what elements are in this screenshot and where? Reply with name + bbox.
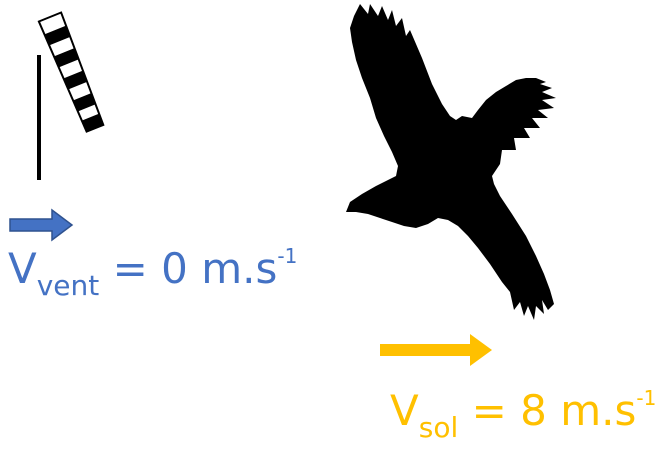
windsock-sock bbox=[37, 11, 107, 133]
wind-speed-exponent: -1 bbox=[277, 244, 298, 268]
wind-speed-value: = 0 m.s bbox=[99, 244, 278, 293]
ground-arrow bbox=[380, 334, 492, 366]
ground-arrow-shape bbox=[380, 334, 492, 366]
bird-silhouette-icon bbox=[346, 4, 556, 320]
ground-speed-subscript: sol bbox=[418, 411, 459, 444]
ground-speed-label: Vsol = 8 m.s-1 bbox=[390, 388, 656, 442]
windsock-icon bbox=[37, 11, 107, 180]
wind-arrow-shape bbox=[9, 208, 74, 242]
windsock-pole bbox=[37, 55, 41, 180]
ground-speed-symbol: V bbox=[390, 386, 419, 435]
ground-speed-value: = 8 m.s bbox=[458, 386, 637, 435]
wind-speed-label: Vvent = 0 m.s-1 bbox=[8, 246, 297, 300]
wind-speed-symbol: V bbox=[8, 244, 37, 293]
wind-speed-subscript: vent bbox=[36, 269, 100, 302]
bird-body bbox=[346, 4, 556, 320]
ground-speed-exponent: -1 bbox=[636, 386, 657, 410]
wind-arrow bbox=[9, 208, 74, 242]
